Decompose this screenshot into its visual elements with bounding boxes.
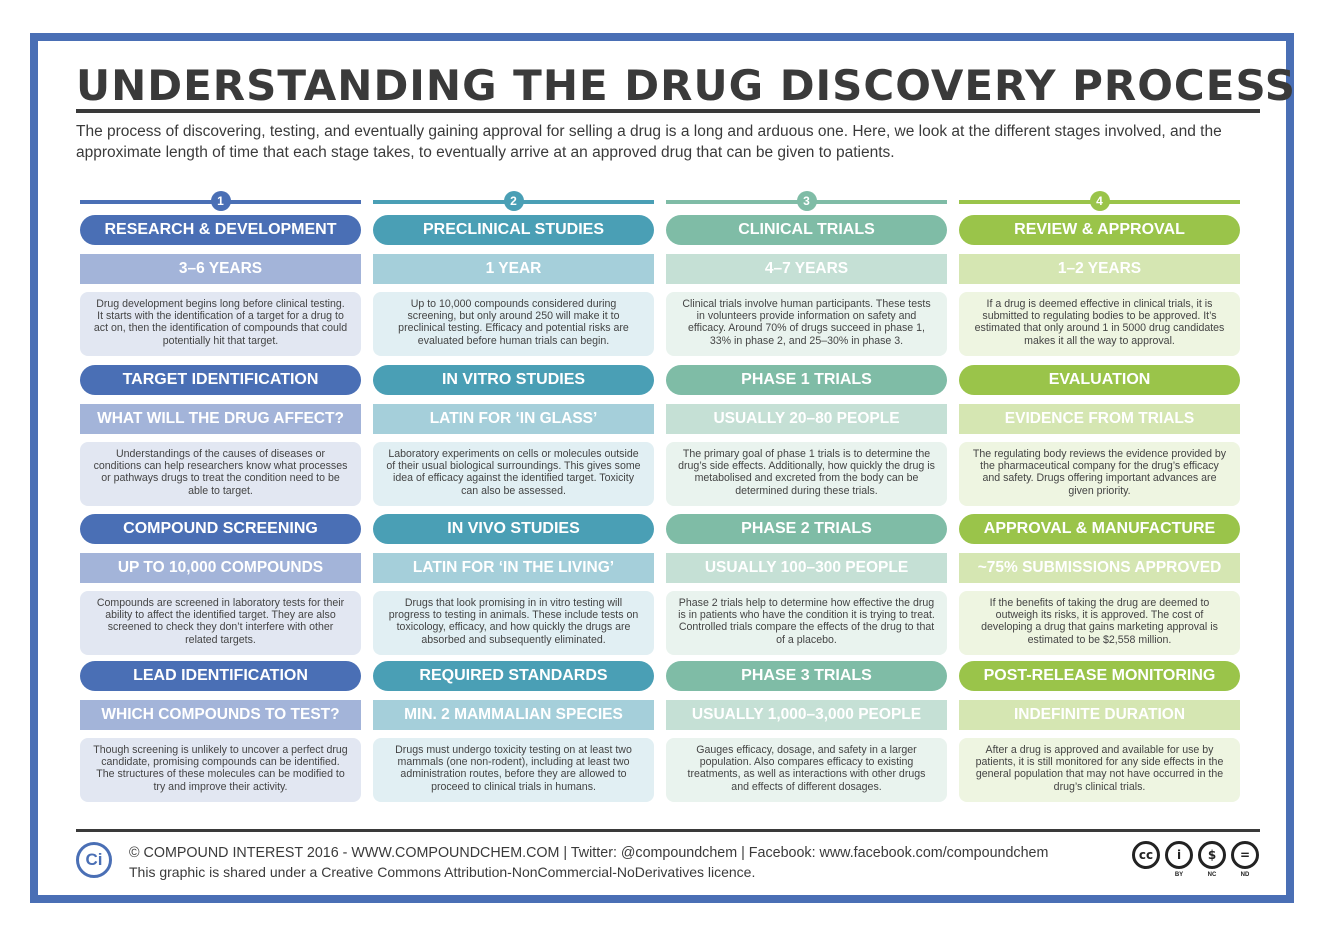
block-description: Up to 10,000 compounds considered during…	[373, 292, 654, 356]
block-description: Phase 2 trials help to determine how eff…	[666, 591, 947, 655]
block-heading: RESEARCH & DEVELOPMENT	[80, 215, 361, 245]
block-description: Clinical trials involve human participan…	[666, 292, 947, 356]
stage-block: PHASE 1 TRIALS USUALLY 20–80 PEOPLE The pr…	[666, 365, 947, 506]
stage-block: POST-RELEASE MONITORING INDEFINITE DURATI…	[959, 661, 1240, 802]
block-subheading: 1 YEAR	[373, 254, 654, 284]
block-description: Laboratory experiments on cells or molec…	[373, 442, 654, 506]
block-description: Drugs that look promising in in vitro te…	[373, 591, 654, 655]
block-description: The regulating body reviews the evidence…	[959, 442, 1240, 506]
stage-block: LEAD IDENTIFICATION WHICH COMPOUNDS TO TE…	[80, 661, 361, 802]
block-description: The primary goal of phase 1 trials is to…	[666, 442, 947, 506]
stage-block: PHASE 3 TRIALS USUALLY 1,000–3,000 PEOPLE…	[666, 661, 947, 802]
stage-block: COMPOUND SCREENING UP TO 10,000 COMPOUNDS…	[80, 514, 361, 655]
poster-frame: UNDERSTANDING THE DRUG DISCOVERY PROCESS…	[30, 33, 1297, 903]
stage-number-header: 2	[373, 191, 654, 211]
stage-panel: PRECLINICAL STUDIES 1 YEAR Up to 10,000 co…	[373, 215, 654, 811]
stage-number-header: 1	[80, 191, 361, 211]
block-heading: PHASE 2 TRIALS	[666, 514, 947, 544]
stage-number-badge: 4	[1089, 191, 1110, 211]
stage-block: TARGET IDENTIFICATION WHAT WILL THE DRUG …	[80, 365, 361, 506]
block-description: Though screening is unlikely to uncover …	[80, 738, 361, 802]
stage-block: IN VIVO STUDIES LATIN FOR ‘IN THE LIVING’…	[373, 514, 654, 655]
block-heading: PHASE 1 TRIALS	[666, 365, 947, 395]
block-subheading: WHAT WILL THE DRUG AFFECT?	[80, 404, 361, 434]
cc-badge-label: BY	[1174, 872, 1184, 878]
block-heading: PRECLINICAL STUDIES	[373, 215, 654, 245]
block-subheading: USUALLY 1,000–3,000 PEOPLE	[666, 700, 947, 730]
block-description: Gauges efficacy, dosage, and safety in a…	[666, 738, 947, 802]
cc-badge-label: ND	[1240, 872, 1250, 878]
block-subheading: USUALLY 100–300 PEOPLE	[666, 553, 947, 583]
block-subheading: MIN. 2 MAMMALIAN SPECIES	[373, 700, 654, 730]
stage-block: EVALUATION EVIDENCE FROM TRIALS The regula…	[959, 365, 1240, 506]
block-description: Understandings of the causes of diseases…	[80, 442, 361, 506]
stage-number-badge: 2	[503, 191, 524, 211]
stage-block: CLINICAL TRIALS 4–7 YEARS Clinical trials …	[666, 215, 947, 356]
block-subheading: 1–2 YEARS	[959, 254, 1240, 284]
block-description: Drugs must undergo toxicity testing on a…	[373, 738, 654, 802]
block-description: After a drug is approved and available f…	[959, 738, 1240, 802]
block-description: Drug development begins long before clin…	[80, 292, 361, 356]
block-subheading: EVIDENCE FROM TRIALS	[959, 404, 1240, 434]
block-subheading: INDEFINITE DURATION	[959, 700, 1240, 730]
block-subheading: UP TO 10,000 COMPOUNDS	[80, 553, 361, 583]
stage-block: RESEARCH & DEVELOPMENT 3–6 YEARS Drug deve…	[80, 215, 361, 356]
stage-number-header: 3	[666, 191, 947, 211]
block-heading: CLINICAL TRIALS	[666, 215, 947, 245]
block-description: If the benefits of taking the drug are d…	[959, 591, 1240, 655]
block-heading: REVIEW & APPROVAL	[959, 215, 1240, 245]
licence-line: This graphic is shared under a Creative …	[129, 864, 756, 880]
noncommercial-icon: $	[1198, 841, 1226, 869]
stage-number-badge: 1	[210, 191, 231, 211]
block-subheading: ~75% SUBMISSIONS APPROVED	[959, 553, 1240, 583]
stage-number-header: 4	[959, 191, 1240, 211]
stage-panel: REVIEW & APPROVAL 1–2 YEARS If a drug is d…	[959, 215, 1240, 811]
block-heading: COMPOUND SCREENING	[80, 514, 361, 544]
cc-badge-label: NC	[1207, 872, 1217, 878]
block-subheading: WHICH COMPOUNDS TO TEST?	[80, 700, 361, 730]
stage-number-badge: 3	[796, 191, 817, 211]
stage-panel: RESEARCH & DEVELOPMENT 3–6 YEARS Drug deve…	[80, 215, 361, 811]
attribution-icon: i	[1165, 841, 1193, 869]
block-heading: IN VIVO STUDIES	[373, 514, 654, 544]
block-subheading: LATIN FOR ‘IN THE LIVING’	[373, 553, 654, 583]
block-heading: REQUIRED STANDARDS	[373, 661, 654, 691]
block-subheading: LATIN FOR ‘IN GLASS’	[373, 404, 654, 434]
stage-block: PHASE 2 TRIALS USUALLY 100–300 PEOPLE Phas…	[666, 514, 947, 655]
block-heading: LEAD IDENTIFICATION	[80, 661, 361, 691]
block-heading: POST-RELEASE MONITORING	[959, 661, 1240, 691]
cc-icon: cc	[1132, 841, 1160, 869]
block-heading: TARGET IDENTIFICATION	[80, 365, 361, 395]
footer-divider	[76, 829, 1260, 832]
block-subheading: 3–6 YEARS	[80, 254, 361, 284]
intro-text: The process of discovering, testing, and…	[76, 123, 1222, 161]
block-heading: IN VITRO STUDIES	[373, 365, 654, 395]
block-subheading: USUALLY 20–80 PEOPLE	[666, 404, 947, 434]
stage-block: REVIEW & APPROVAL 1–2 YEARS If a drug is d…	[959, 215, 1240, 356]
block-heading: EVALUATION	[959, 365, 1240, 395]
stage-block: PRECLINICAL STUDIES 1 YEAR Up to 10,000 co…	[373, 215, 654, 356]
block-description: If a drug is deemed effective in clinica…	[959, 292, 1240, 356]
stage-block: APPROVAL & MANUFACTURE ~75% SUBMISSIONS A…	[959, 514, 1240, 655]
credit-line: © COMPOUND INTEREST 2016 - WWW.COMPOUNDC…	[129, 845, 1049, 861]
stage-block: IN VITRO STUDIES LATIN FOR ‘IN GLASS’ Labo…	[373, 365, 654, 506]
noderivatives-icon: =	[1231, 841, 1259, 869]
block-description: Compounds are screened in laboratory tes…	[80, 591, 361, 655]
page-title: UNDERSTANDING THE DRUG DISCOVERY PROCESS	[76, 61, 1297, 110]
stage-panel: CLINICAL TRIALS 4–7 YEARS Clinical trials …	[666, 215, 947, 811]
compound-interest-logo: Ci	[76, 842, 112, 878]
block-subheading: 4–7 YEARS	[666, 254, 947, 284]
block-heading: APPROVAL & MANUFACTURE	[959, 514, 1240, 544]
title-divider	[76, 109, 1260, 113]
block-heading: PHASE 3 TRIALS	[666, 661, 947, 691]
stage-block: REQUIRED STANDARDS MIN. 2 MAMMALIAN SPECI…	[373, 661, 654, 802]
